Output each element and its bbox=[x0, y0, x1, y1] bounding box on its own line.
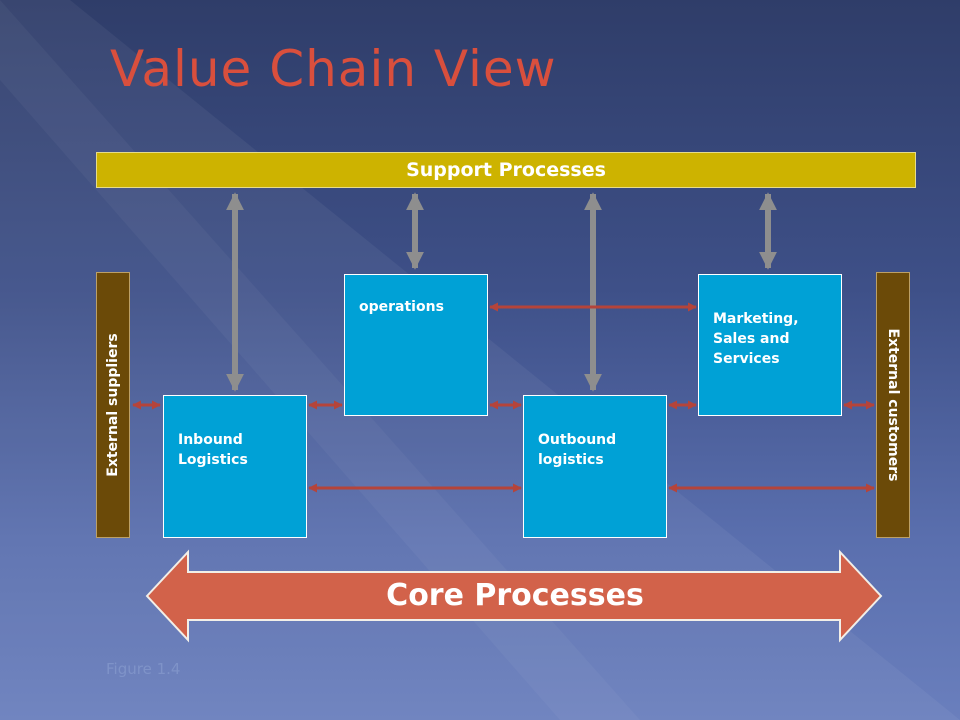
support-processes-bar: Support Processes bbox=[96, 152, 916, 188]
marketing-sales-services-box: Marketing, Sales and Services bbox=[698, 274, 842, 416]
inbound-logistics-box: Inbound Logistics bbox=[163, 395, 307, 538]
outbound-logistics-box: Outbound logistics bbox=[523, 395, 667, 538]
page-title: Value Chain View bbox=[110, 40, 557, 98]
operations-box: operations bbox=[344, 274, 488, 416]
core-processes-label: Core Processes bbox=[386, 577, 644, 613]
figure-caption: Figure 1.4 bbox=[106, 660, 181, 678]
external-customers-bar: External customers bbox=[876, 272, 910, 538]
external-suppliers-bar: External suppliers bbox=[96, 272, 130, 538]
core-processes-arrow bbox=[145, 549, 883, 643]
external-customers-label: External customers bbox=[885, 328, 901, 482]
external-suppliers-label: External suppliers bbox=[105, 333, 121, 477]
